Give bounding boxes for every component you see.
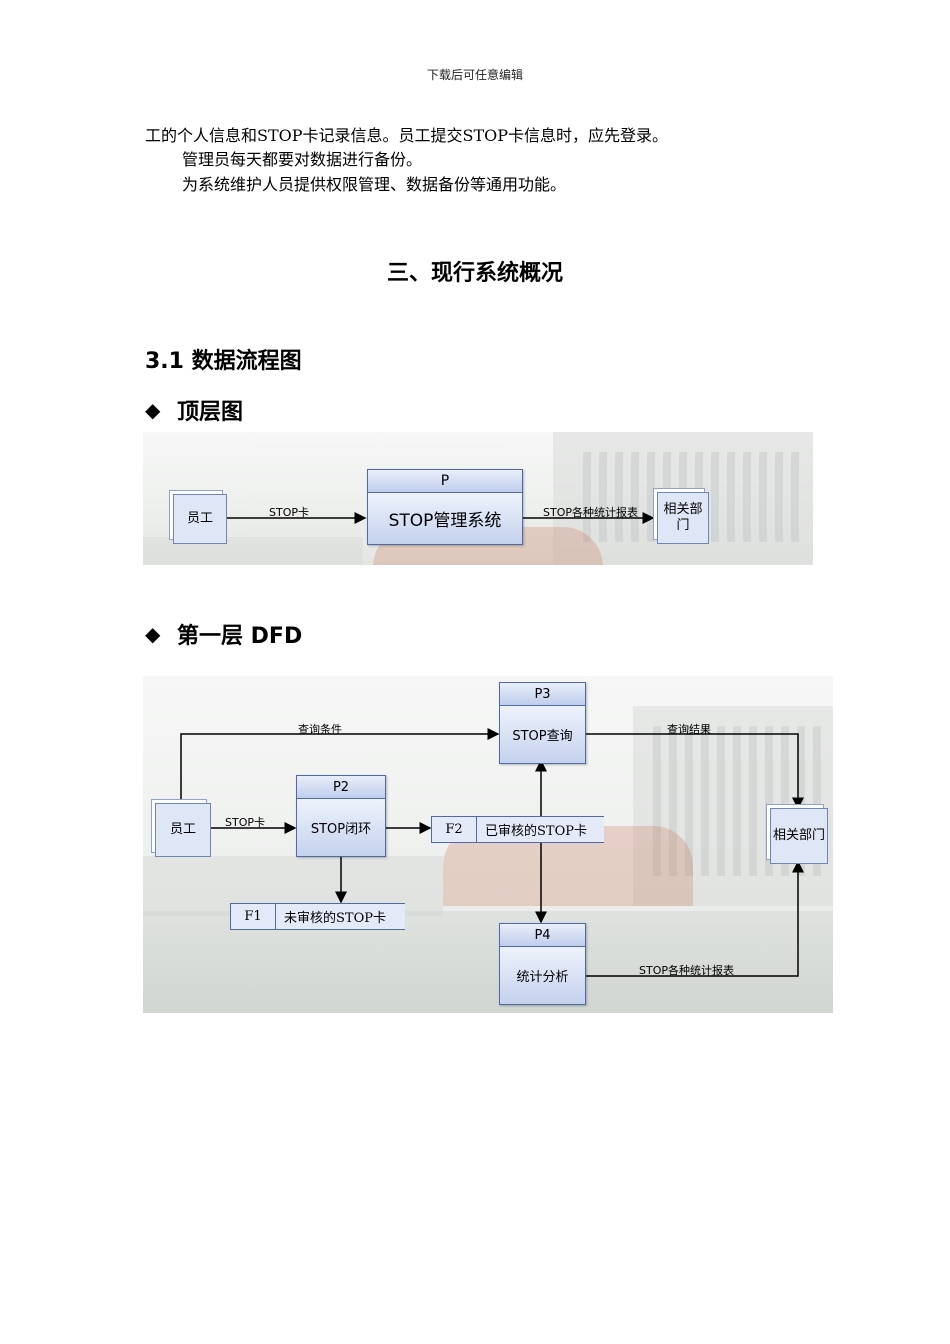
entity-related-dept: 相关部门	[657, 492, 709, 544]
process-name: STOP管理系统	[368, 493, 522, 544]
flow-arrow-query-result	[585, 734, 798, 808]
header-note: 下载后可任意编辑	[0, 66, 950, 83]
entity-employee: 员工	[155, 803, 211, 857]
datastore-f1-id: F1	[231, 904, 276, 929]
process-p3: P3 STOP查询	[499, 682, 586, 764]
datastore-f2: F2 已审核的STOP卡	[431, 816, 604, 843]
process-p2: P2 STOP闭环	[296, 775, 386, 857]
level-one-diagram: 查询条件 STOP卡 查询结果 STOP各种统计报表 员工 P2 STOP闭环 …	[143, 676, 833, 1013]
flow-label-query-condition: 查询条件	[298, 721, 342, 737]
flow-label-reports: STOP各种统计报表	[543, 504, 638, 520]
paragraph-1: 工的个人信息和STOP卡记录信息。员工提交STOP卡信息时，应先登录。	[145, 124, 668, 148]
process-p4: P4 统计分析	[499, 923, 586, 1005]
process-stop-management: P STOP管理系统	[367, 469, 523, 545]
process-p4-id: P4	[500, 924, 585, 947]
datastore-f2-name: 已审核的STOP卡	[477, 817, 587, 842]
process-id: P	[368, 470, 522, 493]
entity-related-dept: 相关部门	[770, 808, 828, 864]
diamond-bullet-icon: ◆	[145, 398, 167, 422]
diamond-bullet-icon: ◆	[145, 622, 167, 646]
entity-employee: 员工	[173, 494, 227, 544]
process-p3-name: STOP查询	[500, 706, 585, 763]
process-p2-name: STOP闭环	[297, 799, 385, 856]
process-p2-id: P2	[297, 776, 385, 799]
process-p3-id: P3	[500, 683, 585, 706]
flow-label-reports: STOP各种统计报表	[639, 962, 734, 978]
top-level-diagram: 员工 STOP卡 P STOP管理系统 STOP各种统计报表 相关部门	[143, 432, 813, 565]
section-title: 3.1 数据流程图	[145, 343, 302, 375]
flow-label-stop-card: STOP卡	[225, 814, 265, 830]
datastore-f2-id: F2	[432, 817, 477, 842]
level-one-heading: ◆ 第一层 DFD	[145, 618, 302, 650]
top-level-heading: ◆ 顶层图	[145, 394, 243, 426]
chapter-title: 三、现行系统概况	[0, 255, 950, 287]
paragraph-3: 为系统维护人员提供权限管理、数据备份等通用功能。	[182, 173, 566, 197]
process-p4-name: 统计分析	[500, 947, 585, 1004]
datastore-f1-name: 未审核的STOP卡	[276, 904, 386, 929]
top-level-heading-text: 顶层图	[177, 394, 243, 426]
datastore-f1: F1 未审核的STOP卡	[230, 903, 405, 930]
flow-arrow-reports	[585, 862, 798, 976]
flow-label-stop-card: STOP卡	[269, 504, 309, 520]
level-one-heading-text: 第一层 DFD	[177, 618, 302, 650]
flow-label-query-result: 查询结果	[667, 721, 711, 737]
paragraph-2: 管理员每天都要对数据进行备份。	[182, 148, 422, 172]
